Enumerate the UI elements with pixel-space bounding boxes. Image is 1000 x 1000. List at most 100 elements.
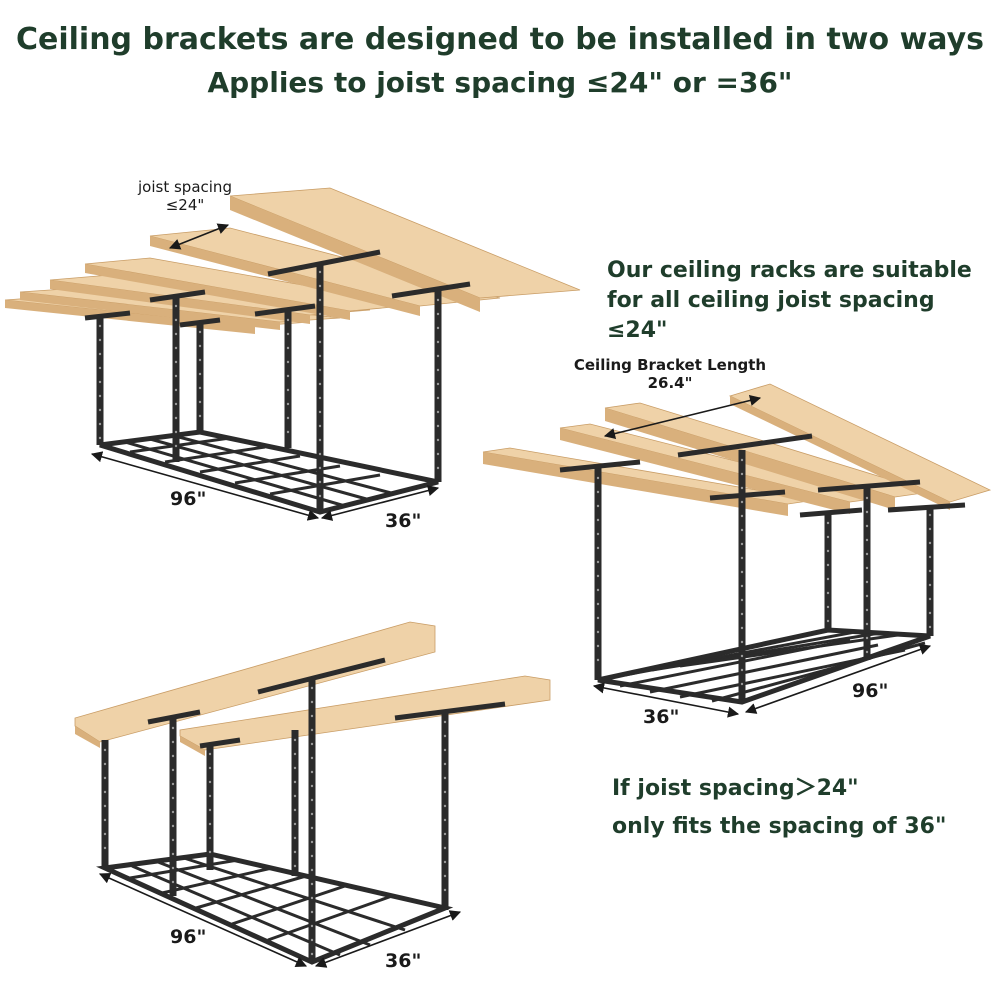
bolt-hole — [208, 752, 212, 756]
bolt-hole — [436, 410, 440, 414]
bolt-hole — [103, 790, 107, 794]
bolt-hole — [98, 366, 102, 370]
bolt-hole — [318, 368, 322, 372]
bolt-hole — [443, 818, 447, 822]
rack-3-width-label: 36" — [385, 950, 422, 972]
bolt-hole — [293, 794, 297, 798]
bolt-hole — [293, 864, 297, 868]
joist-beam — [728, 383, 992, 503]
joist-group — [4, 187, 581, 334]
bolt-hole — [740, 584, 744, 588]
bolt-hole — [171, 880, 175, 884]
bolt-hole — [436, 438, 440, 442]
bolt-hole — [310, 812, 314, 816]
width-arrow — [592, 682, 740, 718]
bolt-hole — [293, 850, 297, 854]
bolt-hole — [310, 854, 314, 858]
bolt-hole — [171, 740, 175, 744]
bolt-hole — [198, 400, 202, 404]
bolt-hole — [318, 452, 322, 456]
bolt-hole — [171, 796, 175, 800]
bolt-hole — [98, 338, 102, 342]
bolt-hole — [174, 388, 178, 392]
bolt-hole — [310, 784, 314, 788]
bolt-hole — [596, 602, 600, 606]
bolt-hole — [103, 804, 107, 808]
bolt-hole — [318, 494, 322, 498]
bolt-hole — [208, 766, 212, 770]
joist-beam-side — [75, 726, 100, 748]
ceiling-bracket — [147, 709, 201, 725]
bolt-hole — [740, 514, 744, 518]
bolt-hole — [740, 626, 744, 630]
width-arrow — [320, 485, 440, 521]
bolt-hole — [865, 552, 869, 556]
ceiling-bracket — [559, 459, 641, 473]
bolt-hole — [286, 346, 290, 350]
shelf-grid — [99, 429, 439, 515]
rack-1-width-label: 36" — [385, 510, 422, 532]
bolt-hole — [928, 569, 932, 573]
bolt-hole — [318, 438, 322, 442]
bolt-hole — [740, 486, 744, 490]
bolt-hole — [310, 896, 314, 900]
rack-2-illustration — [482, 383, 992, 718]
bolt-hole — [98, 394, 102, 398]
bolt-hole — [596, 476, 600, 480]
bolt-hole — [928, 541, 932, 545]
bolt-hole — [103, 832, 107, 836]
bolt-hole — [318, 410, 322, 414]
bolt-hole — [865, 594, 869, 598]
joist-group — [74, 621, 551, 756]
bracket-length-label: Ceiling Bracket Length 26.4" — [560, 356, 780, 392]
bracket-length-label-line2: 26.4" — [647, 374, 693, 392]
bolt-hole — [928, 597, 932, 601]
bolt-hole — [310, 756, 314, 760]
bolt-hole — [174, 374, 178, 378]
shelf-bar — [129, 436, 231, 454]
bolt-hole — [826, 563, 830, 567]
joist-beam-side — [85, 264, 350, 320]
bolt-hole — [171, 810, 175, 814]
shelf-bar — [267, 894, 393, 942]
bolt-hole — [436, 368, 440, 372]
shelf-grid — [96, 851, 454, 965]
headline: Ceiling brackets are designed to be inst… — [15, 22, 985, 57]
bolt-hole — [436, 312, 440, 316]
joist-spacing-label-line2: ≤24" — [165, 196, 205, 214]
bolt-hole — [103, 762, 107, 766]
bolt-hole — [740, 500, 744, 504]
joist-beam-side — [230, 196, 480, 312]
bolt-hole — [865, 524, 869, 528]
bolt-hole — [293, 836, 297, 840]
ceiling-bracket — [799, 507, 863, 518]
bolt-hole — [171, 866, 175, 870]
bracket-length-arrow — [603, 394, 762, 440]
bolt-hole — [208, 822, 212, 826]
bolt-hole — [740, 556, 744, 560]
joist-spacing-label-line1: joist spacing — [138, 178, 232, 196]
bolt-hole — [318, 354, 322, 358]
bolt-hole — [443, 860, 447, 864]
bolt-hole — [826, 619, 830, 623]
bracket-length-label-line1: Ceiling Bracket Length — [573, 356, 767, 374]
bolt-hole — [293, 808, 297, 812]
rack-2-length-label: 96" — [852, 680, 889, 702]
bolt-hole — [826, 577, 830, 581]
rack-1-length-label: 96" — [170, 488, 207, 510]
bolt-hole — [103, 846, 107, 850]
bolt-hole — [436, 340, 440, 344]
bolt-hole — [443, 888, 447, 892]
bolt-hole — [865, 566, 869, 570]
wide-spacing-note-line2: only fits the spacing of 36" — [612, 814, 947, 839]
bolt-hole — [740, 598, 744, 602]
bolt-hole — [174, 332, 178, 336]
bolt-hole — [928, 611, 932, 615]
brackets — [559, 433, 966, 518]
bolt-hole — [596, 518, 600, 522]
bolt-hole — [310, 882, 314, 886]
bolt-hole — [174, 430, 178, 434]
bolt-hole — [198, 358, 202, 362]
bolt-hole — [865, 538, 869, 542]
bolt-hole — [443, 804, 447, 808]
